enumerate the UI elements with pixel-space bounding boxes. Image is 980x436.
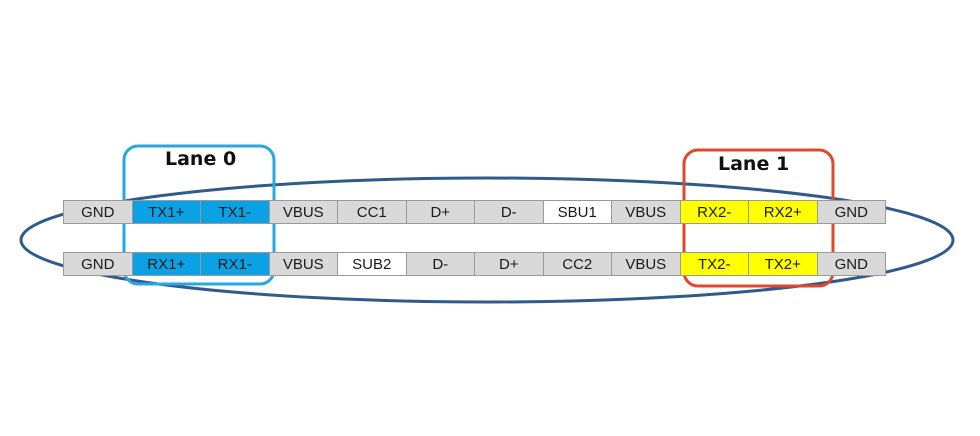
- pin-a6-d-plus: D+: [405, 200, 475, 224]
- pin-b1-gnd: GND: [816, 252, 886, 276]
- pin-b10-rx1-minus: RX1-: [200, 252, 270, 276]
- pin-a5-cc1: CC1: [337, 200, 407, 224]
- pin-a10-rx2-minus: RX2-: [679, 200, 749, 224]
- pin-a2-tx1-plus: TX1+: [131, 200, 201, 224]
- pin-b8-sub2: SUB2: [337, 252, 407, 276]
- bottom-pin-row: GND RX1+ RX1- VBUS SUB2 D- D+ CC2 VBUS T…: [63, 252, 886, 276]
- pin-a1-gnd: GND: [63, 200, 133, 224]
- pin-a3-tx1-minus: TX1-: [200, 200, 270, 224]
- pin-a8-sbu1: SBU1: [542, 200, 612, 224]
- pin-b4-vbus: VBUS: [611, 252, 681, 276]
- connector-outline: [19, 176, 955, 304]
- lane-1-label: Lane 1: [718, 153, 790, 175]
- pin-a9-vbus: VBUS: [611, 200, 681, 224]
- pin-b6-d-plus: D+: [474, 252, 544, 276]
- pin-b2-tx2-plus: TX2+: [748, 252, 818, 276]
- pin-b11-rx1-plus: RX1+: [131, 252, 201, 276]
- pin-a7-d-minus: D-: [474, 200, 544, 224]
- pin-b3-tx2-minus: TX2-: [679, 252, 749, 276]
- lane-0-label: Lane 0: [165, 148, 237, 170]
- pin-a11-rx2-plus: RX2+: [748, 200, 818, 224]
- top-pin-row: GND TX1+ TX1- VBUS CC1 D+ D- SBU1 VBUS R…: [63, 200, 886, 224]
- pin-b9-vbus: VBUS: [268, 252, 338, 276]
- pin-b7-d-minus: D-: [405, 252, 475, 276]
- pin-a12-gnd: GND: [816, 200, 886, 224]
- pin-a4-vbus: VBUS: [268, 200, 338, 224]
- pin-b12-gnd: GND: [63, 252, 133, 276]
- pin-b5-cc2: CC2: [542, 252, 612, 276]
